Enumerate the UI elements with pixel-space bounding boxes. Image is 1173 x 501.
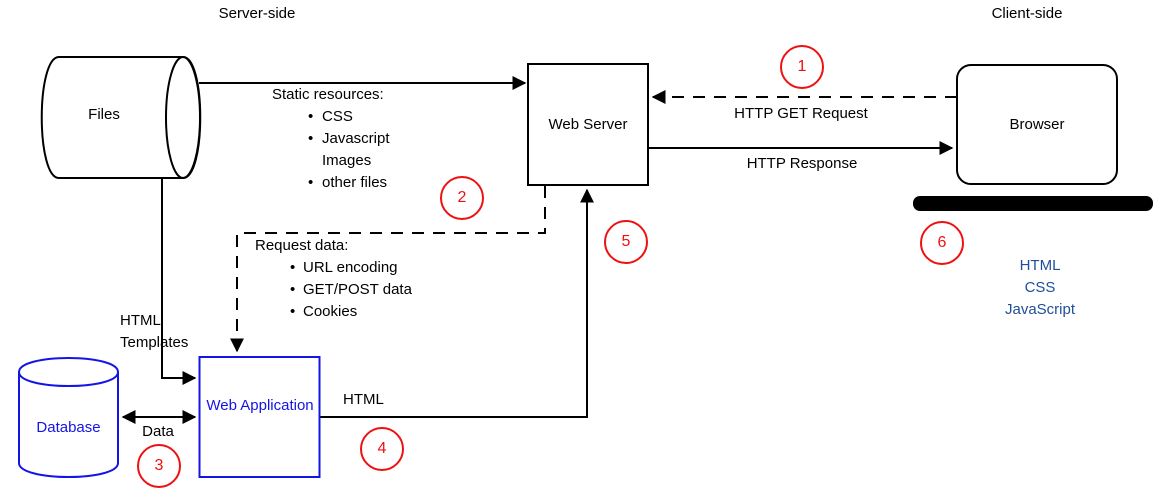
files-cylinder	[40, 56, 202, 179]
static-resources-title: Static resources:	[272, 86, 384, 103]
list-item-text: URL encoding	[303, 259, 398, 276]
http-response-label: HTTP Response	[746, 155, 858, 172]
stack-line-javascript: JavaScript	[1004, 301, 1076, 318]
bullet-icon: •	[308, 130, 314, 147]
bullet-icon: •	[290, 303, 296, 320]
step-number: 3	[154, 457, 164, 474]
request-data-list: Request data: • URL encoding • GET/POST da…	[255, 237, 412, 323]
client-side-label: Client-side	[991, 5, 1063, 22]
step-marker-5: 5	[604, 220, 648, 264]
list-item-text: other files	[322, 174, 388, 191]
browser-label: Browser	[1009, 116, 1065, 133]
stack-line-html: HTML	[1019, 257, 1061, 274]
database-label: Database	[36, 419, 101, 436]
list-item-text: Images	[322, 152, 372, 169]
step-number: 1	[797, 58, 807, 75]
edge-html-to-webserver	[320, 188, 594, 418]
request-data-title: Request data:	[255, 237, 349, 254]
list-item-text: GET/POST data	[303, 281, 412, 298]
step-marker-1: 1	[780, 45, 824, 89]
edge-html-templates	[161, 178, 197, 385]
step-number: 6	[937, 234, 947, 251]
bullet-icon: •	[290, 259, 296, 276]
step-number: 5	[621, 233, 631, 250]
files-label: Files	[88, 106, 120, 123]
list-item: • URL encoding	[255, 257, 412, 279]
list-item: Images	[272, 150, 390, 172]
step-marker-2: 2	[440, 176, 484, 220]
web-application-box	[198, 356, 321, 478]
bullet-icon: •	[290, 281, 296, 298]
laptop-base-bar	[913, 196, 1153, 211]
http-get-request-label: HTTP GET Request	[734, 105, 868, 122]
web-application-label: Web Application	[206, 397, 314, 414]
static-resources-list: Static resources: • CSS • Javascript Image…	[272, 86, 390, 194]
step-marker-4: 4	[360, 427, 404, 471]
stack-line-css: CSS	[1024, 279, 1056, 296]
bullet-icon: •	[308, 174, 314, 191]
list-item: • CSS	[272, 106, 390, 128]
client-stack: HTML CSS JavaScript	[960, 255, 1120, 321]
edge-request-data-dashed	[230, 186, 546, 353]
list-item: • GET/POST data	[255, 279, 412, 301]
html-templates-label: HTML Templates	[120, 312, 189, 351]
list-item: • Cookies	[255, 301, 412, 323]
web-server-box	[527, 63, 649, 186]
list-item: • Javascript	[272, 128, 390, 150]
list-item-text: Javascript	[322, 130, 390, 147]
list-item: • other files	[272, 172, 390, 194]
html-edge-label: HTML	[343, 391, 384, 408]
step-number: 2	[457, 189, 467, 206]
step-marker-3: 3	[137, 444, 181, 488]
database-cylinder	[18, 356, 119, 479]
server-side-label: Server-side	[218, 5, 296, 22]
data-label: Data	[142, 423, 174, 440]
step-number: 4	[377, 440, 387, 457]
bullet-icon: •	[308, 108, 314, 125]
step-marker-6: 6	[920, 221, 964, 265]
browser-box	[956, 64, 1118, 185]
list-item-text: Cookies	[303, 303, 358, 320]
list-item-text: CSS	[322, 108, 353, 125]
web-server-label: Web Server	[548, 116, 628, 133]
